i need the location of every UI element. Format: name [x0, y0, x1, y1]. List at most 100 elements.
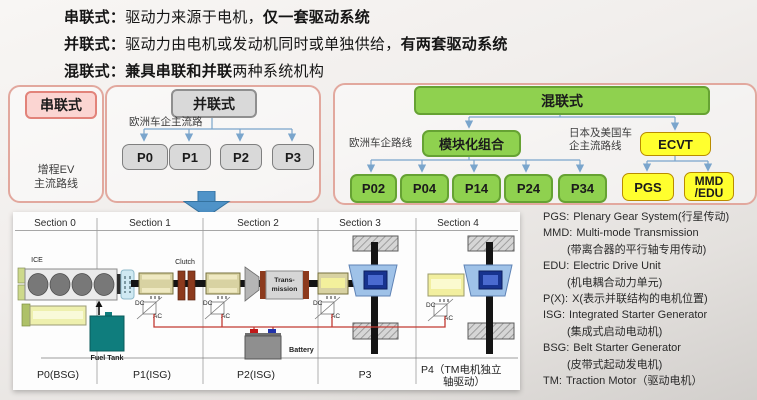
- parallel-panel: 并联式 欧洲车企主流路 P0 P1 P2 P3: [105, 85, 321, 203]
- intro-parallel-term: 并联式：: [64, 36, 126, 53]
- bottom-label-p3: P3: [359, 369, 372, 381]
- section-grid: [15, 218, 518, 384]
- node-p02: P02: [350, 174, 397, 203]
- section-label-2: Section 2: [237, 218, 279, 229]
- parallel-title: 并联式: [171, 89, 257, 118]
- inverter-p3: DC AC: [313, 296, 340, 320]
- dc-label: DC: [203, 300, 213, 307]
- legend-term: MMD:: [543, 227, 573, 240]
- hv-wiring: [153, 314, 446, 332]
- hybrid-title: 混联式: [414, 86, 710, 115]
- p2-motor: [205, 272, 241, 299]
- bottom-label-p0: P0(BSG): [37, 369, 79, 381]
- bottom-label-p4-line2: 轴驱动）: [443, 375, 485, 388]
- intro-line-parallel: 并联式：驱动力由电机或发动机同时或单独供给，有两套驱动系统: [64, 31, 508, 58]
- powertrain-diagram: Section 0 Section 1 Section 2 Section 3 …: [13, 212, 520, 390]
- torsional-damper: [120, 269, 135, 300]
- legend-text: (机电耦合动力单元): [567, 276, 663, 289]
- legend-text: Belt Starter Generator: [573, 342, 681, 355]
- node-pgs: PGS: [622, 173, 674, 201]
- node-p2: P2: [220, 144, 262, 170]
- legend-row-isg-cn: (集成式启动电动机): [543, 324, 755, 340]
- series-note-line1: 增程EV: [37, 164, 75, 176]
- section-label-3: Section 3: [339, 218, 381, 229]
- node-ecvt: ECVT: [640, 132, 711, 156]
- inverter-p2: DC AC: [203, 296, 230, 320]
- node-modular-combo: 模块化组合: [422, 130, 521, 157]
- legend-row-mmd: MMD:Multi-mode Transmission: [543, 225, 755, 241]
- bsg-belt-unit: [21, 303, 87, 327]
- legend-row-tm: TM:Traction Motor（驱动电机）: [543, 373, 755, 389]
- transmission-label-line1: Trans-: [274, 277, 294, 284]
- hybrid-panel: 混联式 欧洲车企路线 模块化组合 日本及美国车 企主流路线 ECVT P02 P…: [333, 83, 757, 205]
- intro-parallel-emphasis: 有两套驱动系统: [400, 36, 508, 53]
- node-p34: P34: [558, 174, 607, 203]
- intro-hybrid-body: 两种系统机构: [232, 63, 325, 80]
- hybrid-left-note: 欧洲车企路线: [349, 137, 412, 149]
- legend-text: (皮带式起动发电机): [567, 358, 663, 371]
- series-title: 串联式: [25, 91, 97, 119]
- node-p1: P1: [169, 144, 211, 170]
- legend-term: BSG:: [543, 342, 570, 355]
- node-p0: P0: [122, 144, 168, 170]
- transmission: Trans- mission: [244, 266, 309, 302]
- big-down-arrow-icon: [183, 191, 231, 218]
- p4-motor-axle: [427, 235, 515, 354]
- bottom-label-p4-line1: P4（TM电机独立: [421, 363, 502, 376]
- clutch: Clutch: [175, 259, 196, 301]
- legend-term: TM:: [543, 375, 562, 388]
- legend-text: (集成式启动电动机): [567, 325, 663, 338]
- legend-text: Traction Motor（驱动电机）: [565, 375, 703, 388]
- legend-term: PGS:: [543, 211, 570, 223]
- node-mmd-line1: MMD: [694, 173, 724, 188]
- legend-text: Electric Drive Unit: [573, 260, 661, 273]
- intro-series-emphasis: 仅一套驱动系统: [262, 9, 371, 26]
- intro-line-series: 串联式：驱动力来源于电机，仅一套驱动系统: [64, 4, 508, 31]
- legend-row-edu-cn: (机电耦合动力单元): [543, 275, 755, 291]
- legend-term: ISG:: [543, 309, 566, 322]
- legend-row-pgs: PGS:Plenary Gear System(行星传动): [543, 209, 755, 225]
- hybrid-right-note: 日本及美国车 企主流路线: [569, 127, 632, 153]
- intro-parallel-body: 驱动力由电机或发动机同时或单独供给，: [125, 36, 401, 53]
- parallel-connector-lines: [139, 115, 297, 142]
- p1-motor: [138, 272, 174, 299]
- ac-label: AC: [444, 315, 453, 322]
- series-note: 增程EV 主流路线: [10, 163, 102, 191]
- section-label-0: Section 0: [34, 218, 76, 229]
- legend-row-bsg-cn: (皮带式起动发电机): [543, 357, 755, 373]
- ice-label: ICE: [31, 257, 43, 264]
- node-p14: P14: [452, 174, 501, 203]
- ac-label: AC: [221, 313, 230, 320]
- legend-text: X(表示并联结构的电机位置): [572, 293, 708, 306]
- legend-row-px: P(X):X(表示并联结构的电机位置): [543, 291, 755, 307]
- fuel-tank-label: Fuel Tank: [90, 353, 123, 362]
- intro-hybrid-term: 混联式：: [64, 63, 126, 80]
- intro-series-term: 串联式：: [64, 9, 126, 26]
- inverter-p4: DC AC: [426, 298, 453, 322]
- legend-text: Plenary Gear System(行星传动): [573, 211, 730, 223]
- inverter-p1: DC AC: [135, 296, 162, 320]
- fuel-tank: Fuel Tank: [89, 300, 125, 362]
- transmission-label-line2: mission: [272, 286, 298, 293]
- intro-series-body: 驱动力来源于电机，: [125, 9, 263, 26]
- node-mmd-line2: /EDU: [694, 185, 724, 200]
- legend-row-isg: ISG:Integrated Starter Generator: [543, 307, 755, 323]
- node-p3: P3: [272, 144, 314, 170]
- powertrain-schematic: Section 0 Section 1 Section 2 Section 3 …: [15, 218, 518, 388]
- node-mmd-edu: MMD /EDU: [684, 172, 734, 201]
- legend: PGS:Plenary Gear System(行星传动) MMD:Multi-…: [543, 209, 755, 389]
- legend-text: Multi-mode Transmission: [576, 227, 699, 240]
- intro-hybrid-emphasis: 兼具串联和并联: [125, 63, 233, 80]
- bottom-label-p1: P1(ISG): [133, 369, 171, 381]
- ac-label: AC: [331, 313, 340, 320]
- legend-text: (带离合器的平行轴专用传动): [567, 243, 707, 256]
- section-label-4: Section 4: [437, 218, 479, 229]
- dc-label: DC: [426, 302, 436, 309]
- battery-label: Battery: [289, 345, 314, 354]
- battery: Battery: [244, 329, 314, 360]
- ac-label: AC: [153, 313, 162, 320]
- dc-label: DC: [313, 300, 323, 307]
- intro-line-hybrid: 混联式：兼具串联和并联两种系统机构: [64, 58, 508, 85]
- ice-engine: ICE: [17, 257, 121, 301]
